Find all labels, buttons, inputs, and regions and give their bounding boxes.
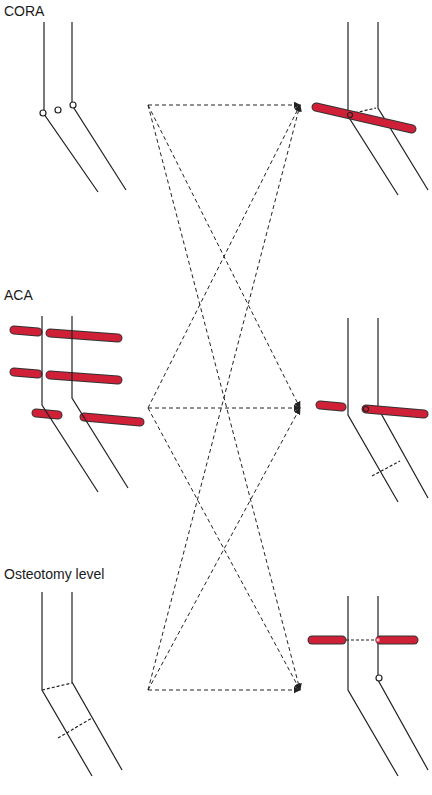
fixation-pin: [316, 107, 412, 129]
fixation-pin: [312, 640, 414, 641]
fixation-pin: [14, 330, 140, 422]
panel-label: ACA: [4, 287, 33, 304]
hinge-point: [376, 675, 382, 681]
hinge-point: [348, 113, 353, 118]
transfer-arrows: [148, 105, 300, 690]
hinge-point: [364, 407, 369, 412]
bone-outline: [44, 22, 126, 192]
bone-outline: [348, 22, 428, 195]
fixation-pin: [320, 405, 424, 414]
panel-label: CORA: [4, 3, 44, 20]
panel-label: Osteotomy level: [4, 566, 104, 583]
hinge-point: [376, 638, 380, 642]
bone-outline: [42, 316, 128, 492]
bone-outline: [348, 318, 428, 502]
cora-points: [40, 102, 76, 116]
bone-outline: [346, 596, 428, 776]
bone-outline: [42, 592, 122, 776]
